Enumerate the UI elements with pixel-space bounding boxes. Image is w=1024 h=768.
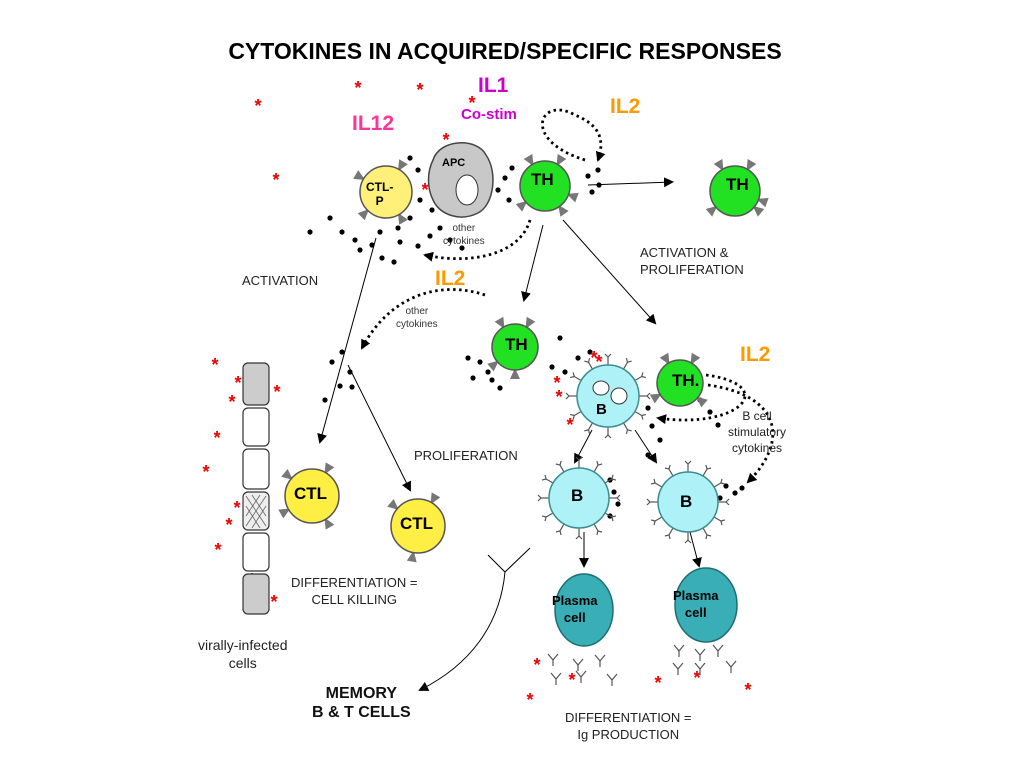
arrow-th-to-th-act — [587, 177, 674, 188]
infected-cells-label: virally-infected cells — [198, 637, 288, 671]
th-main-cell — [515, 154, 579, 217]
th-activated-label: TH — [726, 175, 749, 194]
th-b-label: TH. — [672, 371, 700, 390]
loop-other-cytokines-b — [360, 288, 486, 350]
svg-text:*: * — [225, 515, 232, 535]
il1-label: IL1 — [478, 74, 509, 97]
b1-label: B — [571, 486, 584, 505]
memory-junction — [420, 547, 531, 690]
arrow-b-to-b1 — [574, 429, 593, 464]
svg-text:*: * — [654, 673, 661, 693]
arrow-th-to-th-b — [562, 219, 657, 325]
arrow-b2-to-plasma — [689, 531, 702, 568]
arrow-ctlp-to-ctl — [317, 237, 377, 444]
b-main-label: B — [596, 401, 607, 418]
th-mid-cell — [487, 316, 539, 379]
svg-text:*: * — [233, 498, 240, 518]
svg-text:*: * — [555, 387, 562, 407]
svg-text:*: * — [354, 78, 361, 98]
il2-label-right: IL2 — [740, 343, 771, 366]
svg-text:*: * — [254, 96, 261, 116]
svg-text:*: * — [566, 415, 573, 435]
th-activated-cell — [705, 159, 769, 217]
ctlp-cell-label: CTL- P — [366, 180, 394, 208]
b-cell-stimulatory-label: B cell stimulatory cytokines — [728, 409, 787, 455]
il2-label-top: IL2 — [610, 95, 641, 118]
b2-cell — [646, 460, 730, 544]
svg-text:*: * — [442, 130, 449, 150]
b-main-cell — [565, 353, 651, 439]
activation-label: ACTIVATION — [242, 273, 319, 288]
svg-text:*: * — [421, 180, 428, 200]
plasma2-label: Plasma cell — [673, 588, 719, 620]
cytokine-dots — [307, 155, 745, 519]
plasma1-label: Plasma cell — [552, 593, 598, 625]
svg-text:*: * — [744, 680, 751, 700]
svg-text:*: * — [273, 382, 280, 402]
svg-text:*: * — [693, 668, 700, 688]
antibodies — [547, 644, 737, 686]
ctl-cell-1 — [278, 462, 340, 530]
costim-label: Co-stim — [461, 106, 517, 123]
svg-text:*: * — [228, 392, 235, 412]
svg-text:*: * — [568, 670, 575, 690]
svg-text:*: * — [234, 373, 241, 393]
svg-text:*: * — [270, 592, 277, 612]
svg-text:*: * — [468, 93, 475, 113]
ctl-cell-2 — [387, 492, 446, 563]
svg-text:*: * — [533, 655, 540, 675]
ctl1-label: CTL — [294, 484, 328, 503]
apc-cell — [427, 142, 494, 218]
plasma-cell-left — [554, 573, 614, 647]
plasma-cell-right — [674, 567, 738, 643]
b2-label: B — [680, 492, 693, 511]
differentiation-ig-label: DIFFERENTIATION = Ig PRODUCTION — [565, 710, 692, 742]
loop-other-cytokines-a — [423, 219, 532, 262]
th-main-label: TH — [531, 170, 554, 189]
ctlp-cell — [353, 159, 413, 225]
svg-text:*: * — [526, 690, 533, 710]
differentiation-killing-label: DIFFERENTIATION = CELL KILLING — [291, 575, 418, 607]
th-mid-label: TH — [505, 335, 528, 354]
il2-label-mid: IL2 — [435, 267, 466, 290]
svg-text:*: * — [595, 352, 602, 372]
other-cytokines-label-b: other cytokines — [396, 306, 438, 330]
il12-label: IL12 — [352, 112, 395, 135]
svg-text:*: * — [590, 348, 597, 368]
b1-cell — [537, 456, 621, 540]
loop-il2-th — [541, 108, 606, 162]
svg-text:*: * — [202, 462, 209, 482]
ctl2-label: CTL — [400, 514, 434, 533]
th-b-cell — [649, 352, 708, 408]
proliferation-label: PROLIFERATION — [414, 448, 518, 463]
arrow-b-to-b2 — [634, 429, 658, 464]
svg-text:*: * — [272, 170, 279, 190]
apc-cell-label: APC — [442, 157, 466, 169]
arrow-prolif-to-ctl — [347, 364, 411, 492]
activation-proliferation-label: ACTIVATION & PROLIFERATION — [640, 245, 744, 277]
svg-text:*: * — [416, 80, 423, 100]
svg-text:*: * — [213, 428, 220, 448]
loop-il2-thb — [656, 373, 747, 425]
svg-text:*: * — [214, 540, 221, 560]
infected-cell-column — [242, 362, 270, 615]
svg-text:*: * — [211, 355, 218, 375]
page-title: CYTOKINES IN ACQUIRED/SPECIFIC RESPONSES — [228, 38, 782, 64]
arrow-th-to-th-mid — [521, 224, 544, 302]
svg-text:*: * — [553, 373, 560, 393]
other-cytokines-label-a: other cytokines — [443, 223, 485, 247]
memory-cells-label: MEMORY B & T CELLS — [312, 685, 411, 721]
